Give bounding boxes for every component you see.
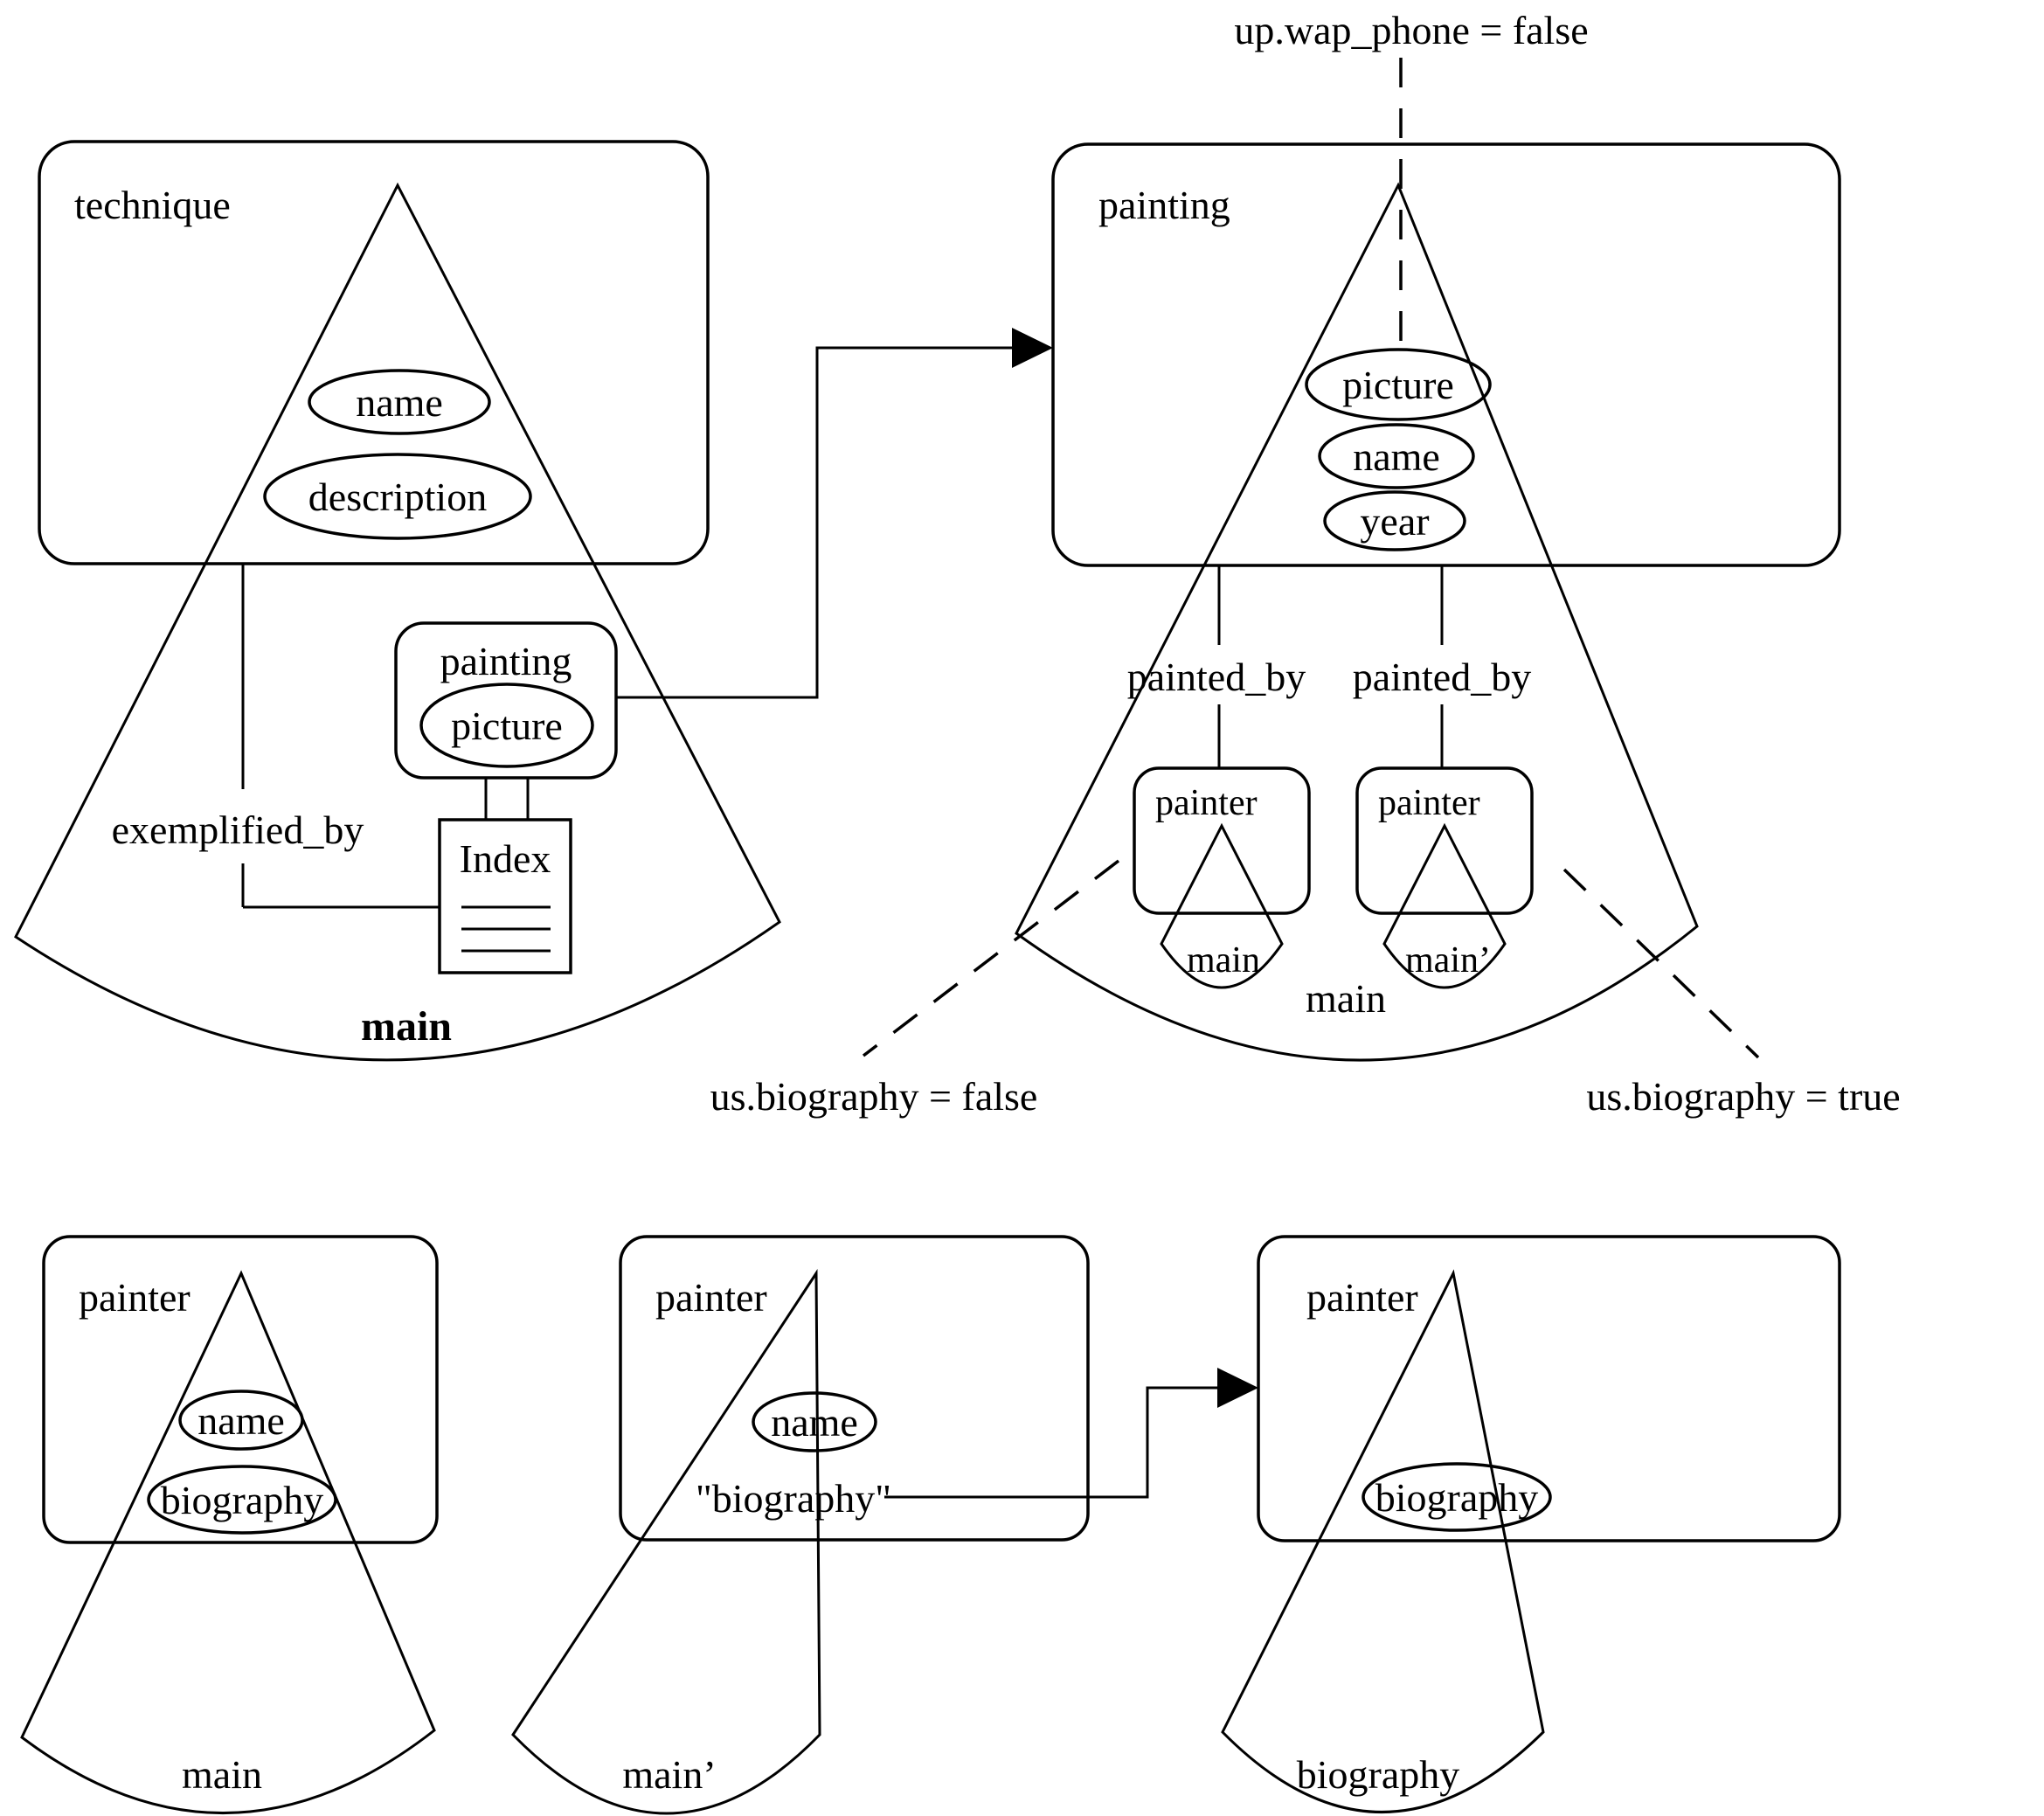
painter-cone [511,1269,821,1815]
arrowhead-icon [1217,1368,1258,1408]
index-node-label: Index [460,836,551,881]
technique-main-slice: technique name description painting pict… [14,140,1053,1062]
name-attribute-label: name [1353,434,1440,479]
name-attribute-ellipse [308,369,491,435]
painter-subslice-cone-1 [1160,822,1284,989]
painter-entity-label: painter [655,1275,767,1320]
biography-attribute-label: biography [161,1478,324,1522]
biography-true-condition-label: us.biography = true [1586,1074,1900,1119]
painting-main-slice: up.wap_phone = false painting picture na… [710,8,1901,1119]
painter-subslice-label-2: painter [1378,783,1480,823]
painting-anchor-box [394,621,618,780]
painter-entity-box [619,1235,1090,1542]
painting-link-arrow-line [616,346,1014,699]
name-attribute-label: name [356,380,443,425]
painter-biography-slice: painter biography biography [1221,1235,1841,1813]
painter-subslice-cone-2 [1382,822,1507,989]
technique-slice-name-label: main [361,1003,452,1050]
painting-entity-box [1051,142,1841,567]
name-attribute-ellipse [1318,423,1475,489]
name-attribute-ellipse [752,1391,877,1452]
technique-cone [14,182,781,1062]
biography-link-arrow-line [884,1386,1219,1499]
painter-subslice-label-1: painter [1155,783,1258,823]
description-attribute-label: description [308,475,487,519]
description-attribute-ellipse [263,453,532,540]
picture-attribute-label: picture [451,704,563,748]
picture-attribute-ellipse [1305,348,1492,421]
painter-slice-name-label: main [182,1752,262,1797]
biography-true-dashed-line [1562,868,1760,1059]
exemplified-by-label: exemplified_by [112,807,364,852]
biography-false-condition-label: us.biography = false [710,1074,1038,1119]
name-attribute-label: name [197,1398,285,1443]
biography-false-dashed-line [862,859,1120,1057]
painter-entity-label: painter [79,1275,191,1320]
technique-entity-label: technique [74,183,231,227]
biography-attribute-label: biography [1375,1475,1539,1520]
painter-subslice-box-2 [1355,766,1534,915]
technique-entity-box [38,140,710,565]
painting-slice-name-label: main [1306,976,1386,1021]
painter-subslice-slice-label-2: main’ [1405,940,1491,981]
painting-anchor-label: painting [440,639,572,683]
painter-subslice-box-1 [1133,766,1311,915]
biography-literal-label: "biography" [696,1476,891,1521]
painter-entity-box [1257,1235,1841,1542]
painter-main-slice: painter name biography main [20,1235,439,1814]
name-attribute-ellipse [178,1390,304,1451]
painter-main-prime-slice: painter name "biography" main’ [511,1235,1258,1815]
picture-attribute-label: picture [1342,363,1454,407]
year-attribute-ellipse [1323,490,1466,551]
painter-slice-name-label: biography [1297,1752,1460,1797]
year-attribute-label: year [1360,499,1429,544]
painted-by-label-1: painted_by [1127,655,1306,699]
painter-entity-label: painter [1306,1275,1418,1320]
wap-condition-label: up.wap_phone = false [1234,8,1588,52]
painter-entity-box [42,1235,439,1544]
painter-cone [20,1270,436,1814]
biography-attribute-ellipse [1362,1462,1552,1532]
name-attribute-label: name [771,1400,858,1445]
picture-attribute-ellipse [419,683,594,768]
painting-entity-label: painting [1098,183,1230,227]
painted-by-label-2: painted_by [1353,655,1531,699]
index-node-box [438,818,572,974]
arrowhead-icon [1012,328,1053,368]
biography-attribute-ellipse [147,1465,337,1535]
painter-subslice-slice-label-1: main [1187,940,1260,981]
painter-cone [1221,1269,1545,1813]
painter-slice-name-label: main’ [622,1752,716,1797]
painting-cone [1015,182,1699,1062]
